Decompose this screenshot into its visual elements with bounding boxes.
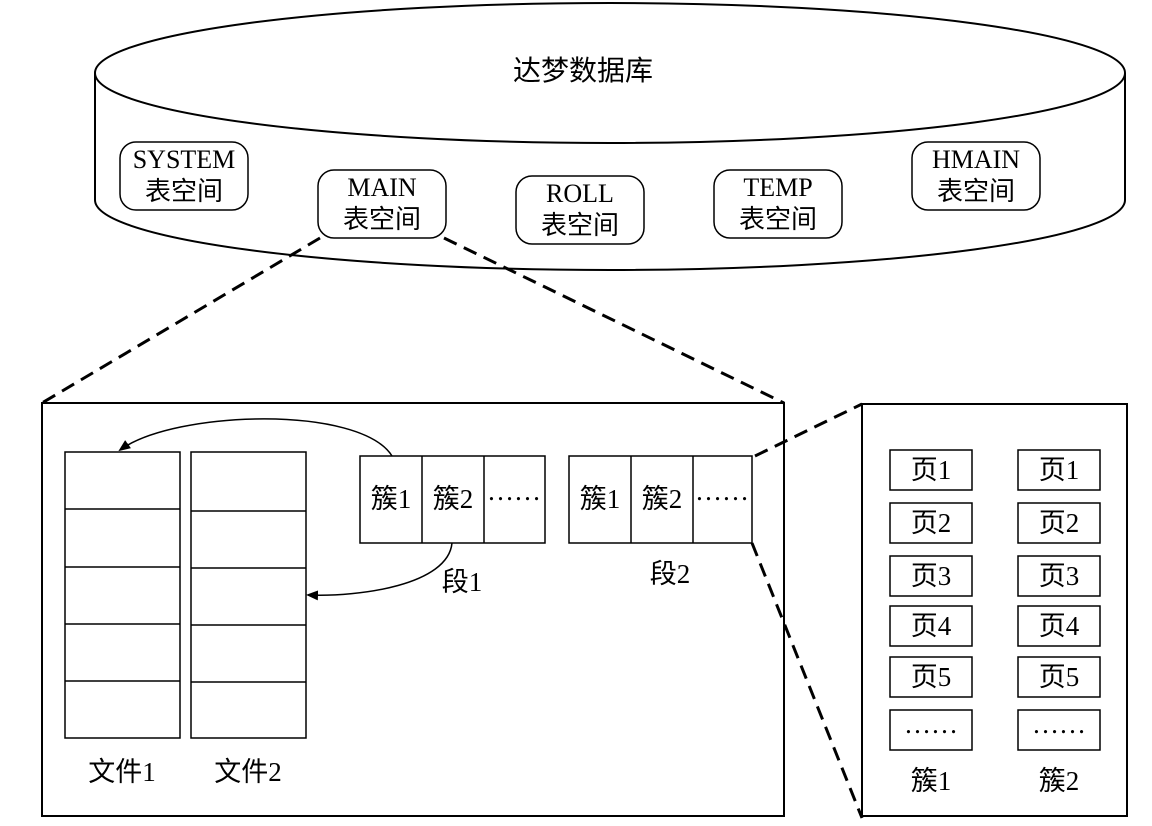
page-label: 页5 xyxy=(911,662,952,692)
tablespace-roll: ROLL 表空间 xyxy=(515,175,645,245)
tablespace-name: SYSTEM xyxy=(133,145,236,174)
page-box xyxy=(1017,555,1101,597)
tablespace-name: MAIN xyxy=(347,173,417,202)
page-label: 页3 xyxy=(1039,561,1080,591)
tablespace-temp: TEMP 表空间 xyxy=(713,169,843,239)
tablespace-suffix: 表空间 xyxy=(937,177,1015,206)
file-1: 文件1 xyxy=(64,451,181,787)
segment-cell: 簇1 xyxy=(580,484,621,514)
page-box xyxy=(889,502,973,544)
cluster-label: 簇1 xyxy=(911,766,952,796)
page-box xyxy=(889,709,973,751)
segment-label: 段1 xyxy=(442,567,483,597)
segment-1: 簇1 簇2 …… 段1 xyxy=(359,455,546,597)
database-title: 达梦数据库 xyxy=(513,55,653,87)
tablespace-suffix: 表空间 xyxy=(739,205,817,234)
page-label: 页3 xyxy=(911,561,952,591)
page-label: 页2 xyxy=(911,508,952,538)
tablespace-suffix: 表空间 xyxy=(541,211,619,240)
tablespace-name: TEMP xyxy=(743,173,812,202)
tablespace-suffix: 表空间 xyxy=(343,205,421,234)
cluster-2-pages: 页1 页2 页3 页4 页5 …… 簇2 xyxy=(1017,449,1101,796)
tablespace-name: ROLL xyxy=(546,179,614,208)
file-2: 文件2 xyxy=(190,451,307,787)
page-box xyxy=(889,605,973,647)
tablespace-hmain: HMAIN 表空间 xyxy=(911,141,1041,211)
segment-label: 段2 xyxy=(650,559,691,589)
page-box xyxy=(1017,709,1101,751)
page-box xyxy=(1017,605,1101,647)
main-tablespace-detail-panel xyxy=(41,402,785,817)
cluster-1-pages: 页1 页2 页3 页4 页5 …… 簇1 xyxy=(889,449,973,796)
arrow-cluster2-to-file2 xyxy=(306,542,453,601)
page-label: 页4 xyxy=(911,611,952,641)
segment-cell: 簇2 xyxy=(642,484,683,514)
page-label: 页5 xyxy=(1039,662,1080,692)
cylinder-top xyxy=(94,2,1126,144)
zoom-line-main-right xyxy=(443,236,785,405)
page-box xyxy=(1017,502,1101,544)
page-label: 页2 xyxy=(1039,508,1080,538)
zoom-line-main-left xyxy=(41,236,321,405)
zoom-line-segment-bottom xyxy=(750,542,864,819)
page-box xyxy=(1017,656,1101,698)
cluster-detail-panel xyxy=(861,403,1128,817)
file-label: 文件1 xyxy=(88,757,156,787)
page-box xyxy=(889,555,973,597)
page-label: 页4 xyxy=(1039,611,1080,641)
zoom-line-segment-top xyxy=(754,402,863,458)
page-box xyxy=(1017,449,1101,491)
arrow-cluster1-to-file1 xyxy=(118,418,393,457)
cluster-label: 簇2 xyxy=(1039,766,1080,796)
tablespace-suffix: 表空间 xyxy=(145,177,223,206)
page-label: 页1 xyxy=(911,455,952,485)
segment-cell: 簇2 xyxy=(433,484,474,514)
tablespace-main: MAIN 表空间 xyxy=(317,169,447,239)
segment-cell: …… xyxy=(695,476,749,506)
page-label: 页1 xyxy=(1039,455,1080,485)
page-box xyxy=(889,449,973,491)
zoom-connectors xyxy=(41,236,864,819)
segment-cell: …… xyxy=(487,476,541,506)
segment-cell: 簇1 xyxy=(371,484,412,514)
page-label: …… xyxy=(1032,709,1086,739)
page-label: …… xyxy=(904,709,958,739)
page-box xyxy=(889,656,973,698)
file-label: 文件2 xyxy=(214,757,282,787)
tablespace-system: SYSTEM 表空间 xyxy=(119,141,249,211)
tablespace-name: HMAIN xyxy=(932,145,1020,174)
segment-2: 簇1 簇2 …… 段2 xyxy=(568,455,753,589)
